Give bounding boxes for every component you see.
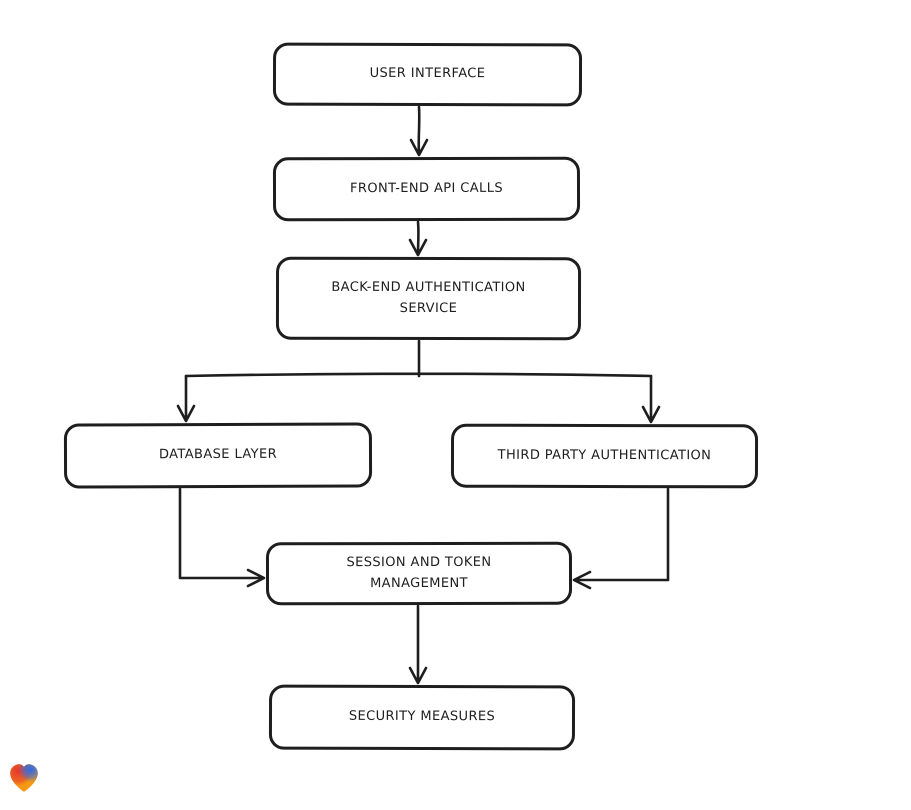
gradient-heart-icon [10, 764, 38, 792]
arrow-session-to-security [408, 604, 428, 685]
node-security-measures: SECURITY MEASURES [268, 684, 576, 751]
node-label: THIRD PARTY AUTHENTICATION [497, 447, 712, 463]
node-database-layer: DATABASE LAYER [63, 422, 373, 489]
arrow-frontend-to-backend [408, 220, 428, 257]
node-label: BACK-END AUTHENTICATION SERVICE [331, 279, 526, 316]
node-session-and-token-management: SESSION AND TOKEN MANAGEMENT [265, 541, 573, 606]
heart-logo-badge[interactable] [7, 761, 41, 795]
arrow-database-to-session [178, 487, 266, 588]
node-user-interface: USER INTERFACE [272, 42, 583, 107]
node-label: DATABASE LAYER [158, 446, 278, 463]
node-back-end-authentication-service: BACK-END AUTHENTICATION SERVICE [275, 256, 582, 341]
arrow-ui-to-frontend [409, 105, 429, 157]
node-label: USER INTERFACE [369, 65, 486, 82]
node-label: SESSION AND TOKEN MANAGEMENT [346, 554, 492, 591]
node-front-end-api-calls: FRONT-END API CALLS [272, 156, 581, 222]
connector-backend-split [184, 339, 653, 378]
node-label: FRONT-END API CALLS [349, 180, 504, 196]
node-third-party-authentication: THIRD PARTY AUTHENTICATION [450, 423, 759, 489]
arrow-thirdparty-to-session [572, 487, 670, 590]
arrow-split-to-database [176, 374, 196, 423]
arrow-split-to-thirdparty [641, 374, 661, 424]
node-label: SECURITY MEASURES [348, 708, 496, 725]
